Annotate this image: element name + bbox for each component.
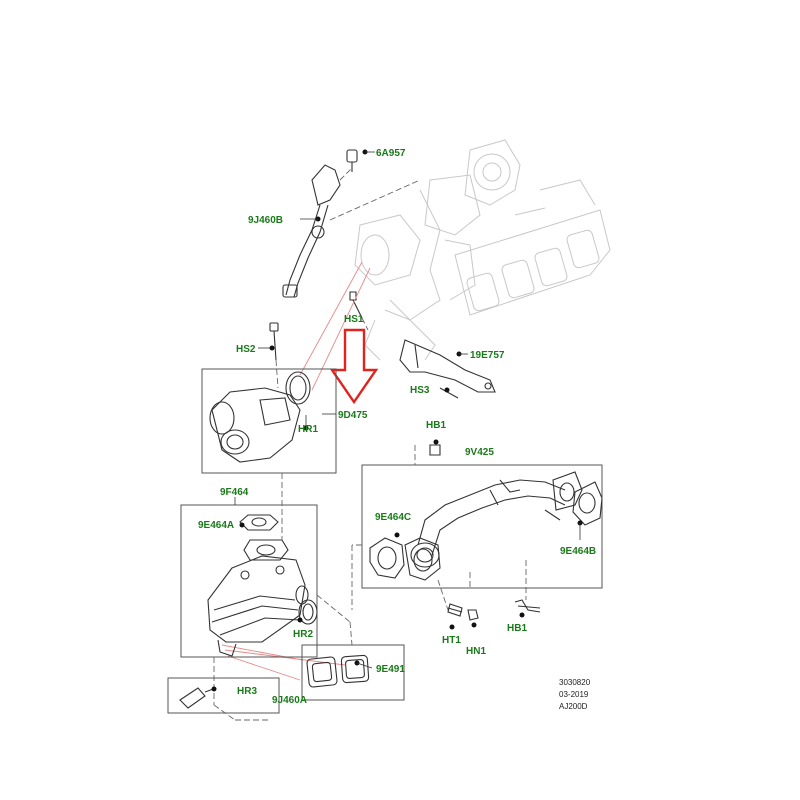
sensor-6a957 [346,149,375,172]
label-9j460b: 9J460B [248,215,283,226]
bolt-hs1 [349,291,369,331]
label-hs3: HS3 [410,385,430,396]
reference-model: AJ200D [559,702,588,711]
label-hs2: HS2 [236,344,256,355]
hb1-top-bolt [414,439,441,465]
exhaust-manifold-ghost [454,179,611,316]
exhaust-pipe-box [361,464,603,589]
egr-cooler-box [180,504,318,658]
assembly-lines-right [351,544,527,611]
egr-valve-9d475 [209,371,336,463]
egr-cooler-9f464 [207,514,318,657]
sensor-box [167,677,280,714]
label-9e491: 9E491 [376,664,405,675]
bolt-hs2 [258,322,279,389]
label-9e464a: 9E464A [198,520,234,531]
bracket-19e757 [399,339,496,399]
gasket-9e464b [572,481,603,540]
pipe-9j460b [282,164,421,298]
label-9e464b: 9E464B [560,546,596,557]
label-hr2: HR2 [293,629,313,640]
turbocharger-ghost [354,139,521,361]
label-hb1-bottom: HB1 [507,623,527,634]
stud-ht1 [447,603,463,630]
label-hr3: HR3 [237,686,257,697]
reference-date: 03-2019 [559,690,589,699]
label-ht1: HT1 [442,635,461,646]
label-9v425: 9V425 [465,447,494,458]
label-9f464: 9F464 [220,487,249,498]
label-hb1-top: HB1 [426,420,446,431]
exhaust-pipe-9v425 [410,471,583,568]
label-hs1: HS1 [344,314,364,325]
sensor-9j460a [167,677,280,714]
label-hn1: HN1 [466,646,486,657]
gaskets-9e491 [306,654,373,688]
red-pointer-arrow [329,328,379,405]
bolt-hb1-bottom [514,599,541,618]
gasket-kit-box [301,644,405,701]
egr-valve-box [201,368,337,474]
label-9d475: 9D475 [338,410,368,421]
label-9e464c: 9E464C [375,512,411,523]
label-19e757: 19E757 [470,350,505,361]
label-6a957: 6A957 [376,148,406,159]
reference-code: 3030820 [559,678,591,687]
assembly-lines-left [213,473,353,721]
gasket-9e464c [369,532,441,581]
label-hr1: HR1 [298,424,318,435]
label-9j460a: 9J460A [272,695,307,706]
nut-hn1 [467,609,479,628]
